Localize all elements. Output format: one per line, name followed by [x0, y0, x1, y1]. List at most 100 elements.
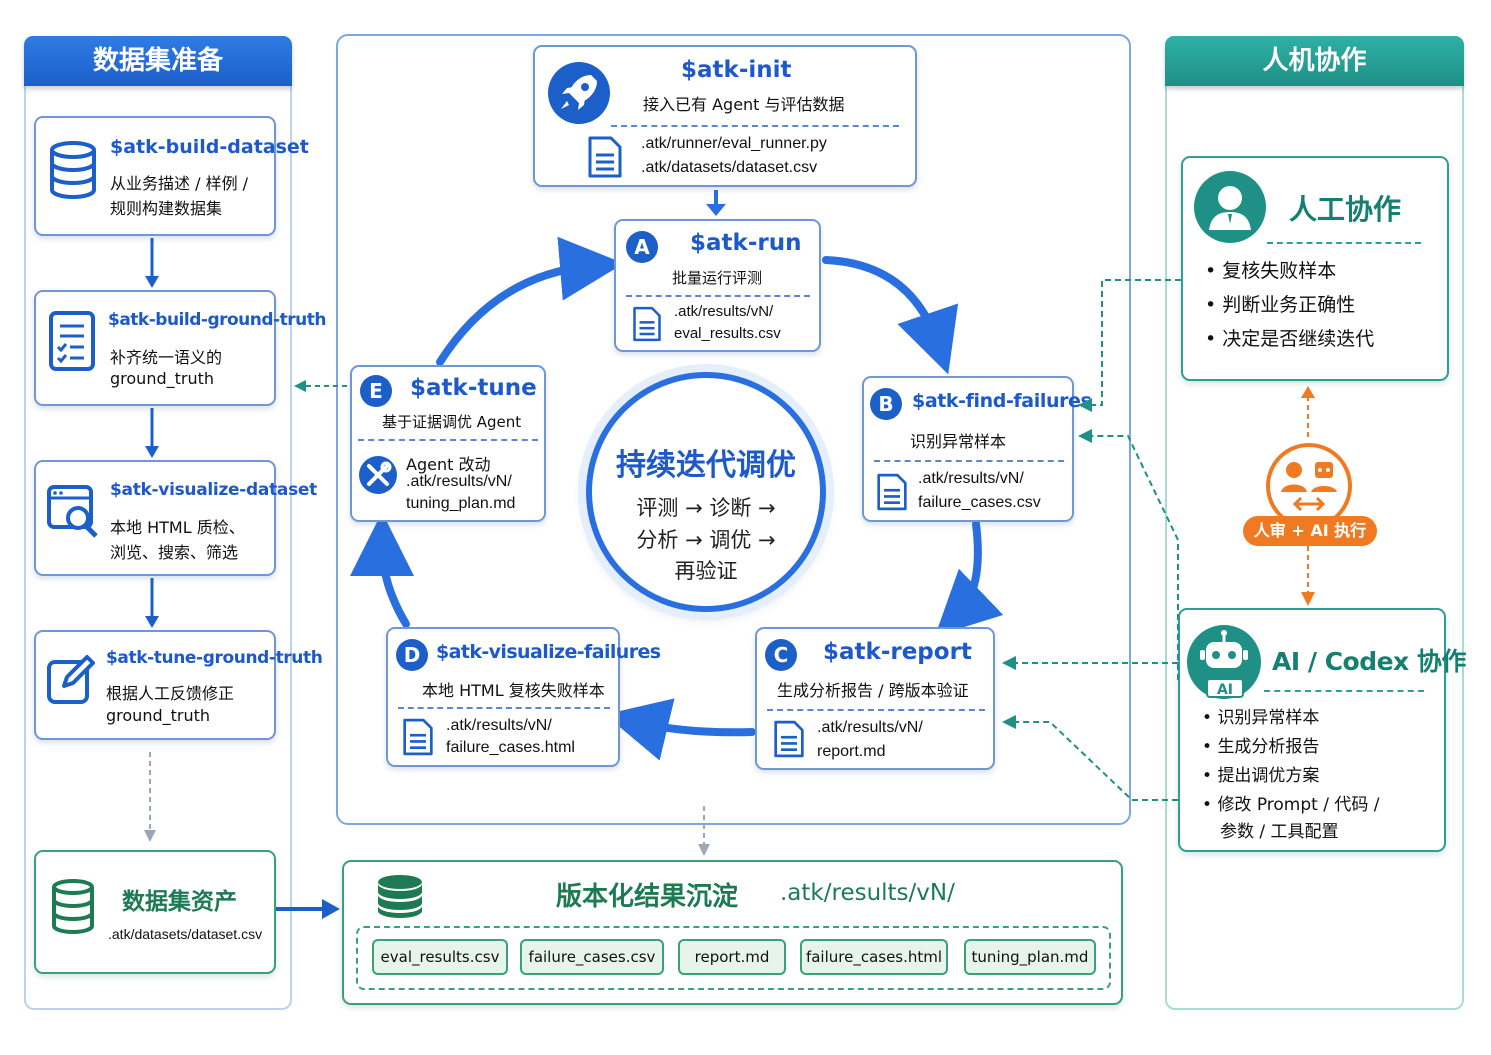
results-file[interactable]: tuning_plan.md — [964, 939, 1096, 975]
ai-item: • 修改 Prompt / 代码 / — [1202, 795, 1380, 815]
find-cmd: $atk-find-failures — [912, 390, 1092, 412]
tools-icon — [359, 456, 397, 494]
edit-icon — [47, 655, 95, 704]
file-icon — [588, 136, 622, 178]
run-card[interactable]: A $atk-run 批量运行评测 .atk/results/vN/ eval_… — [614, 219, 821, 352]
ai-collab-card[interactable]: AI AI / Codex 协作 • 识别异常样本 • 生成分析报告 • 提出调… — [1178, 608, 1466, 852]
step-desc: 本地 HTML 质检、 — [110, 518, 245, 537]
visfail-desc: 本地 HTML 复核失败样本 — [422, 681, 605, 700]
collab-header: 人机协作 — [1165, 36, 1464, 86]
file-icon — [877, 473, 907, 511]
arrow-left-dashed — [294, 380, 350, 392]
file-icon — [403, 718, 433, 756]
results-file-group — [356, 926, 1111, 990]
browser-search-icon — [47, 485, 98, 538]
ai-item-cont: 参数 / 工具配置 — [1220, 822, 1339, 842]
results-file[interactable]: failure_cases.html — [800, 939, 948, 975]
checklist-icon — [49, 311, 95, 371]
arrow-down — [145, 238, 159, 288]
human-collab-card[interactable]: 人工协作 • 复核失败样本 • 判断业务正确性 • 决定是否继续迭代 — [1181, 156, 1449, 381]
find-desc: 识别异常样本 — [910, 432, 1007, 451]
report-desc: 生成分析报告 / 跨版本验证 — [777, 681, 969, 700]
results-title: 版本化结果沉淀 — [556, 882, 739, 912]
step-desc: ground_truth — [110, 369, 215, 388]
human-item: • 判断业务正确性 — [1205, 294, 1356, 316]
run-cmd: $atk-run — [690, 230, 802, 256]
badge-e: E — [360, 375, 392, 407]
step-cmd: $atk-build-dataset — [110, 136, 309, 158]
badge-a: A — [626, 231, 658, 263]
step-build-dataset[interactable]: $atk-build-dataset 从业务描述 / 样例 / 规则构建数据集 — [34, 116, 309, 236]
init-card[interactable]: $atk-init 接入已有 Agent 与评估数据 .atk/runner/e… — [533, 45, 917, 187]
human-title: 人工协作 — [1289, 193, 1402, 226]
asset-title: 数据集资产 — [122, 889, 237, 915]
step-visualize-dataset[interactable]: $atk-visualize-dataset 本地 HTML 质检、 浏览、搜索… — [34, 460, 317, 576]
arrow-down — [145, 578, 159, 628]
visfail-cmd: $atk-visualize-failures — [436, 641, 661, 663]
divider — [874, 460, 1064, 462]
database-icon — [378, 875, 422, 918]
step-desc: 规则构建数据集 — [110, 199, 223, 218]
results-file[interactable]: eval_results.csv — [372, 939, 508, 975]
arrow-right — [276, 899, 340, 919]
human-ai-label: 人审 + AI 执行 — [1243, 516, 1377, 546]
init-file: .atk/runner/eval_runner.py — [641, 135, 827, 152]
step-tune-ground-truth[interactable]: $atk-tune-ground-truth 根据人工反馈修正 ground_t… — [34, 630, 323, 740]
find-failures-card[interactable]: B $atk-find-failures 识别异常样本 .atk/results… — [862, 376, 1092, 522]
visfail-file: .atk/results/vN/ — [446, 717, 552, 734]
human-item: • 决定是否继续迭代 — [1205, 328, 1375, 350]
tune-cmd: $atk-tune — [410, 375, 537, 401]
arrow-updown-dashed — [1301, 386, 1315, 606]
report-file: .atk/results/vN/ — [817, 719, 923, 736]
dataset-prep-header: 数据集准备 — [24, 36, 292, 86]
database-icon — [52, 879, 94, 934]
user-icon — [1194, 171, 1266, 243]
report-card[interactable]: C $atk-report 生成分析报告 / 跨版本验证 .atk/result… — [755, 627, 995, 770]
tune-card[interactable]: E $atk-tune 基于证据调优 Agent Agent 改动 .atk/r… — [350, 365, 546, 522]
run-file: eval_results.csv — [674, 325, 781, 342]
find-file: failure_cases.csv — [918, 494, 1041, 511]
badge-b: B — [870, 388, 902, 420]
init-file: .atk/datasets/dataset.csv — [641, 159, 818, 176]
run-file: .atk/results/vN/ — [674, 303, 774, 320]
visualize-failures-card[interactable]: D $atk-visualize-failures 本地 HTML 复核失败样本… — [386, 627, 661, 767]
results-path: .atk/results/vN/ — [780, 880, 955, 906]
step-cmd: $atk-build-ground-truth — [108, 310, 326, 330]
step-desc: ground_truth — [106, 706, 211, 725]
badge-c: C — [765, 639, 797, 671]
hub-line: 再验证 — [674, 559, 738, 583]
step-desc: 从业务描述 / 样例 / — [110, 174, 249, 193]
step-desc: 浏览、搜索、筛选 — [110, 543, 239, 562]
tune-file: tuning_plan.md — [406, 495, 516, 512]
badge-d: D — [396, 639, 428, 671]
step-build-ground-truth[interactable]: $atk-build-ground-truth 补齐统一语义的 ground_t… — [34, 290, 326, 406]
results-file[interactable]: report.md — [678, 939, 786, 975]
tune-desc: 基于证据调优 Agent — [382, 413, 522, 431]
divider — [767, 709, 985, 711]
divider — [398, 707, 610, 709]
visfail-file: failure_cases.html — [446, 739, 575, 756]
divider — [1264, 690, 1424, 692]
divider — [1267, 242, 1421, 244]
ai-title: AI / Codex 协作 — [1272, 647, 1466, 676]
report-cmd: $atk-report — [823, 639, 972, 665]
run-desc: 批量运行评测 — [672, 269, 763, 287]
ai-badge: AI — [1206, 678, 1244, 698]
tune-line: Agent 改动 — [406, 455, 491, 474]
init-desc: 接入已有 Agent 与评估数据 — [643, 95, 845, 114]
human-ai-icon — [1266, 443, 1352, 529]
human-item: • 复核失败样本 — [1205, 260, 1337, 282]
tune-file: .atk/results/vN/ — [406, 473, 512, 490]
find-file: .atk/results/vN/ — [918, 470, 1024, 487]
loop-arrows — [350, 190, 1004, 761]
ai-item: • 提出调优方案 — [1202, 766, 1320, 786]
report-file: report.md — [817, 743, 886, 760]
divider — [611, 125, 899, 127]
ai-item: • 识别异常样本 — [1202, 708, 1320, 728]
results-file[interactable]: failure_cases.csv — [520, 939, 664, 975]
results-panel: 版本化结果沉淀 .atk/results/vN/ eval_results.cs… — [342, 860, 1123, 1005]
dataset-asset-card[interactable]: 数据集资产 .atk/datasets/dataset.csv — [34, 850, 276, 974]
hub-line: 评测 → 诊断 → — [636, 496, 776, 520]
arrow-down-dashed — [144, 752, 156, 842]
